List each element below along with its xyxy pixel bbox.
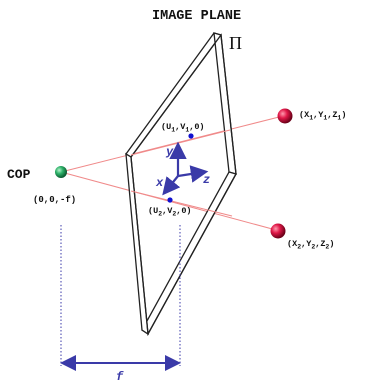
world-point-1-sphere [277, 108, 293, 124]
coordinate-axes [162, 141, 209, 196]
cop-sphere [55, 166, 67, 178]
x-axis-label: x [155, 176, 164, 190]
image-point-1 [188, 133, 194, 139]
image-plane-frame [125, 32, 237, 337]
world-point-2-sphere [270, 223, 286, 239]
world-point-2-label: (X2,Y2,Z2) [287, 239, 334, 251]
cop-coords: (0,0,-f) [33, 195, 76, 205]
ray-to-point-1 [60, 115, 284, 173]
diagram-title: IMAGE PLANE [152, 9, 241, 24]
z-axis-arrow [177, 165, 209, 183]
x-axis-arrow [162, 175, 181, 196]
image-point-2 [167, 197, 173, 203]
ray-2-through-plane [130, 190, 233, 217]
plane-symbol: Π [229, 33, 242, 53]
world-point-1-label: (X1,Y1,Z1) [299, 110, 346, 122]
y-axis-label: y [165, 145, 174, 159]
cop-label: COP [7, 167, 31, 182]
image-point-2-label: (U2,V2,0) [148, 206, 192, 218]
image-point-1-label: (U1,V1,0) [161, 122, 205, 134]
z-axis-label: z [203, 173, 210, 187]
focal-length-label: f [116, 370, 124, 383]
